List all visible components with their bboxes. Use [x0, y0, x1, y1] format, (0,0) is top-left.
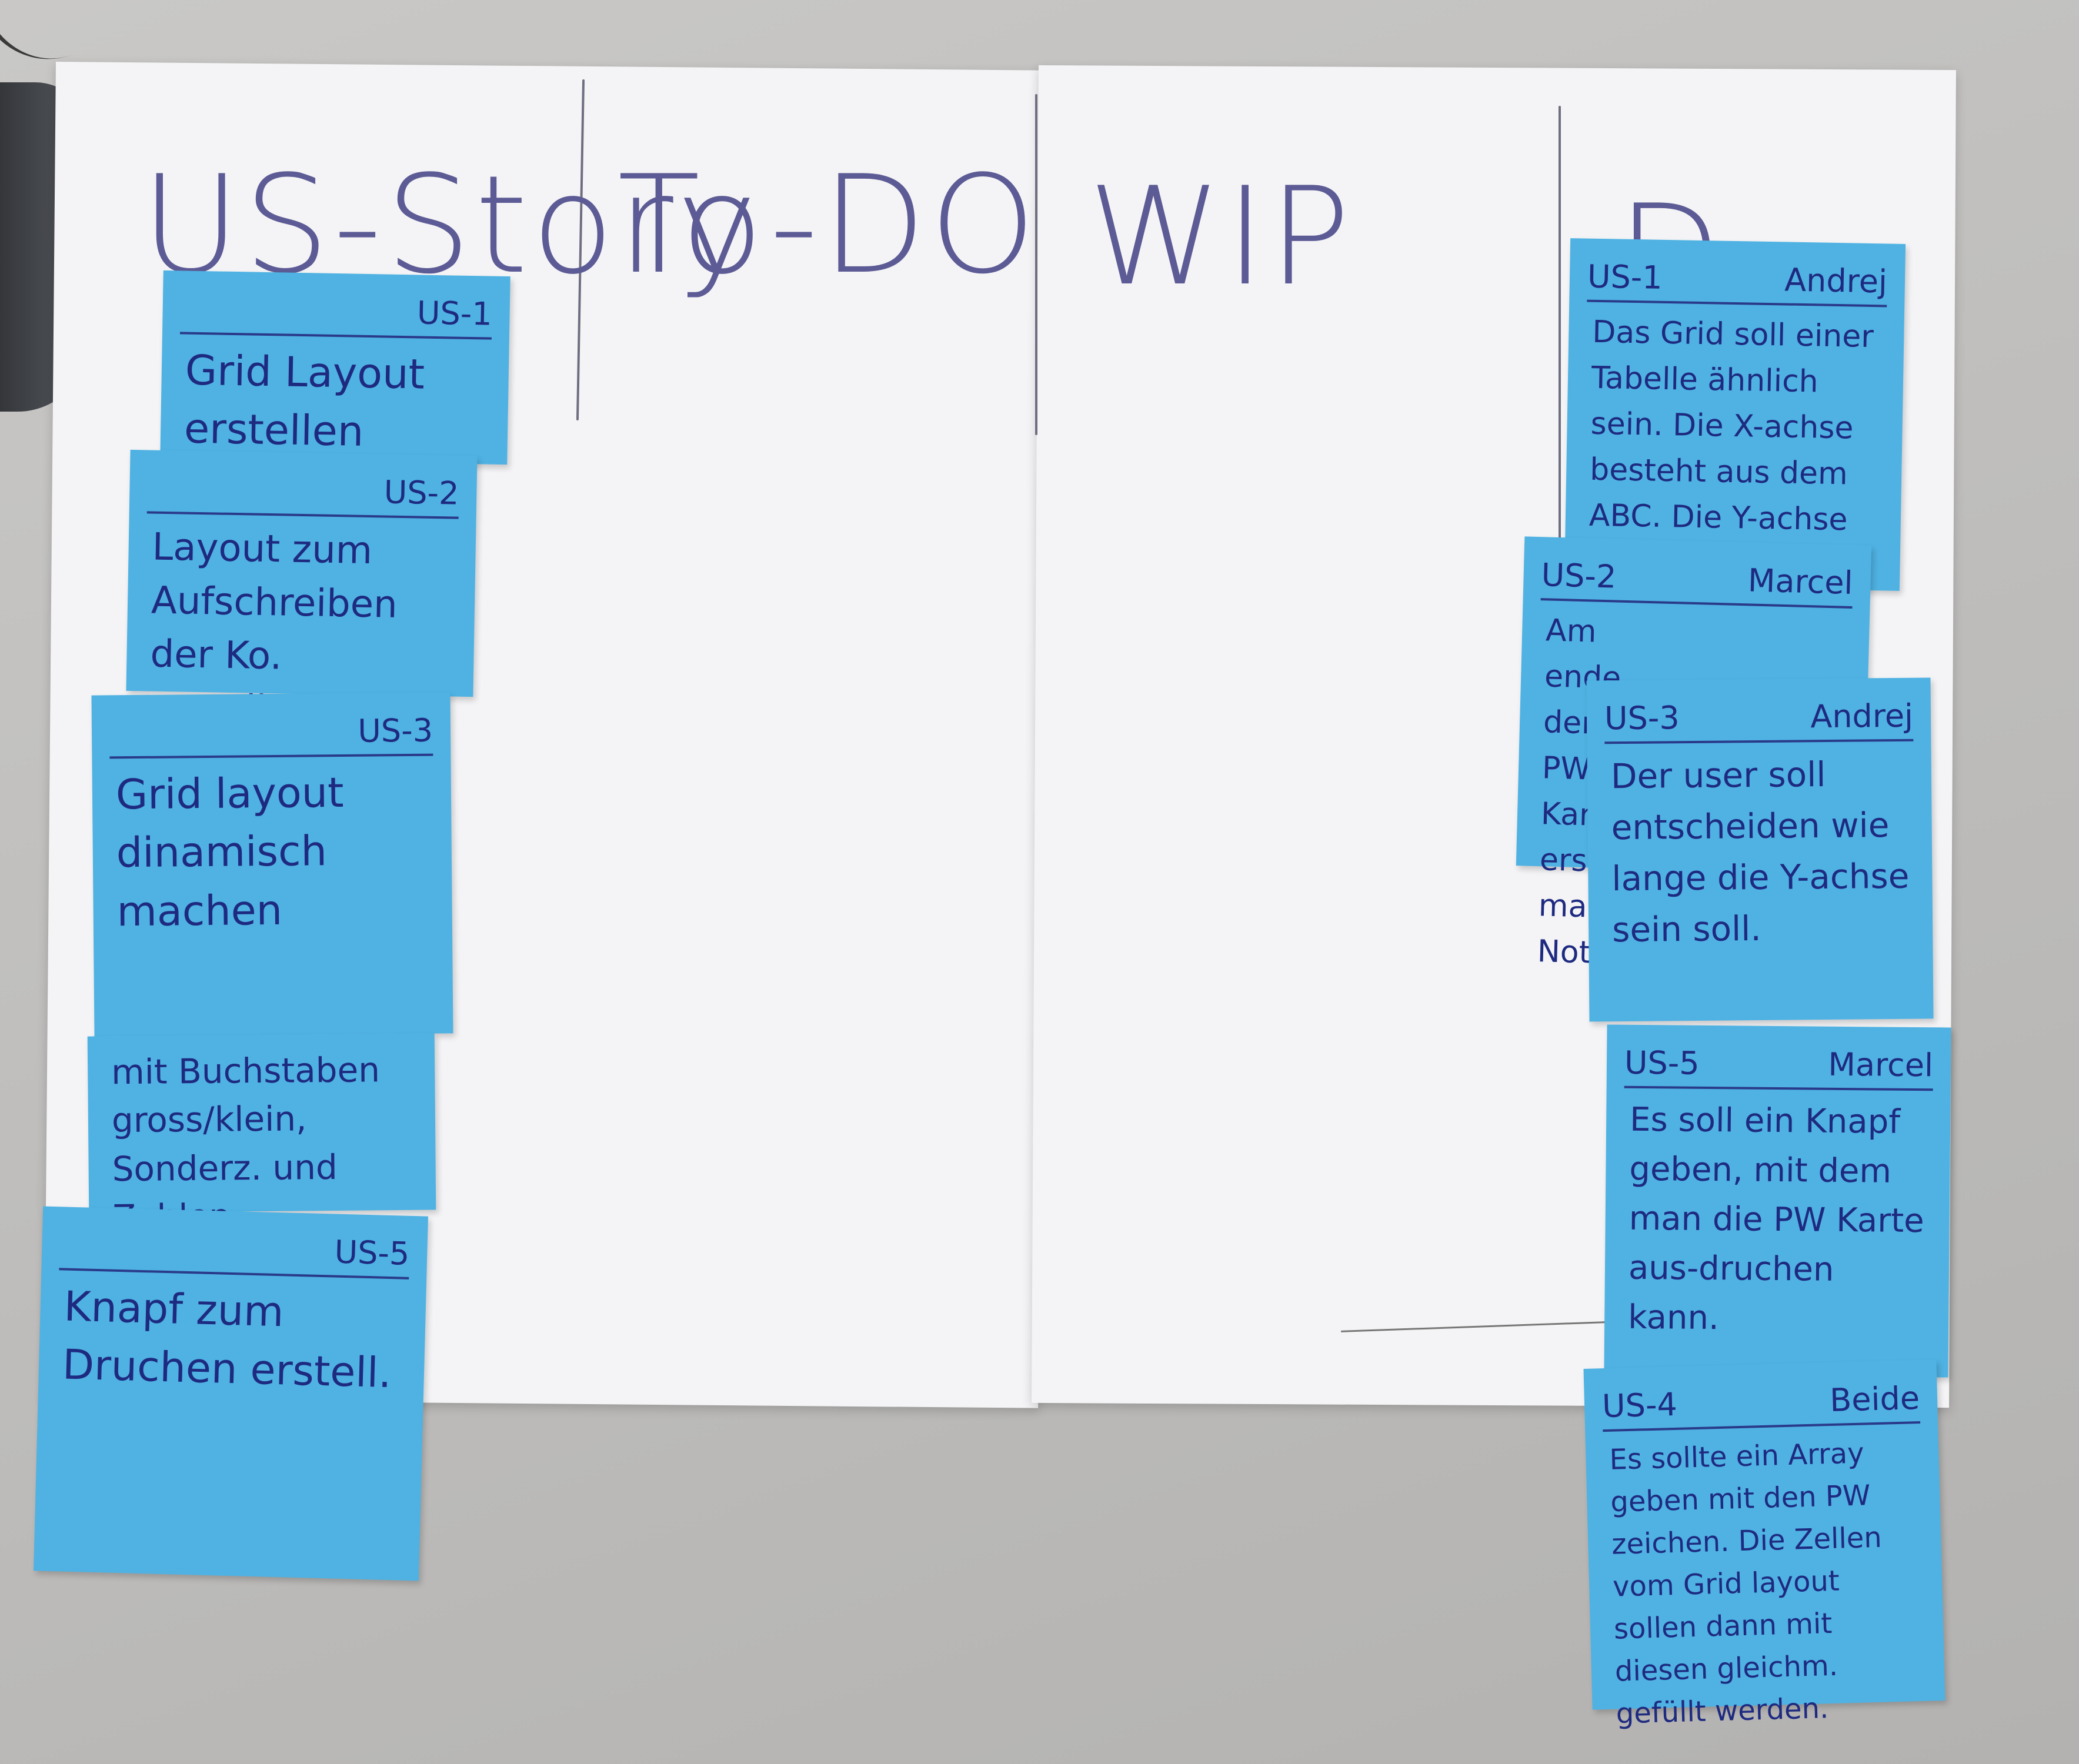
note-text: Grid layout dinamisch machen — [115, 768, 344, 936]
done-note-us3[interactable]: US-3 Andrej Der user soll entscheiden wie… — [1586, 677, 1934, 1022]
column-divider-3 — [1559, 106, 1561, 553]
note-text: Es sollte ein Array geben mit den PW zei… — [1609, 1436, 1883, 1730]
note-text: Knapf zum Druchen erstell. — [62, 1282, 392, 1398]
note-id: US-1 — [1587, 258, 1663, 296]
note-id: US-2 — [383, 473, 459, 512]
note-id: US-1 — [416, 294, 493, 333]
story-note-us4[interactable]: mit Buchstaben gross/klein, Sonderz. und… — [87, 1033, 436, 1237]
note-id: US-3 — [358, 711, 433, 750]
note-id: US-3 — [1604, 699, 1680, 737]
column-title-todo: To-DO — [618, 147, 1040, 304]
note-text: Es soll ein Knapf geben, mit dem man die… — [1627, 1100, 1924, 1338]
note-owner: Beide — [1829, 1379, 1920, 1419]
story-note-us3[interactable]: US-3 Grid layout dinamisch machen — [91, 692, 453, 1037]
note-id: US-5 — [333, 1233, 411, 1272]
done-note-us5[interactable]: US-5 Marcel Es soll ein Knapf geben, mit … — [1604, 1024, 1951, 1378]
column-title-wip: WIP — [1088, 159, 1354, 316]
note-owner: Marcel — [1828, 1045, 1934, 1084]
done-note-us4[interactable]: US-4 Beide Es sollte ein Array geben mit … — [1583, 1359, 1945, 1730]
note-id: US-4 — [1601, 1385, 1678, 1425]
note-owner: Andrej — [1784, 261, 1888, 300]
note-id: US-5 — [1624, 1044, 1700, 1082]
note-owner: Marcel — [1747, 562, 1854, 602]
story-note-us2[interactable]: US-2 Layout zum Aufschreiben der Ko. ers… — [126, 449, 478, 732]
story-note-us5[interactable]: US-5 Knapf zum Druchen erstell. — [33, 1206, 429, 1581]
note-id: US-2 — [1540, 556, 1617, 596]
column-divider-2 — [1035, 94, 1037, 435]
note-owner: Andrej — [1810, 697, 1914, 736]
note-text: Der user soll entscheiden wie lange die … — [1610, 754, 1910, 950]
note-text: Grid Layout erstellen — [183, 346, 425, 456]
story-note-us1[interactable]: US-1 Grid Layout erstellen — [160, 270, 510, 465]
